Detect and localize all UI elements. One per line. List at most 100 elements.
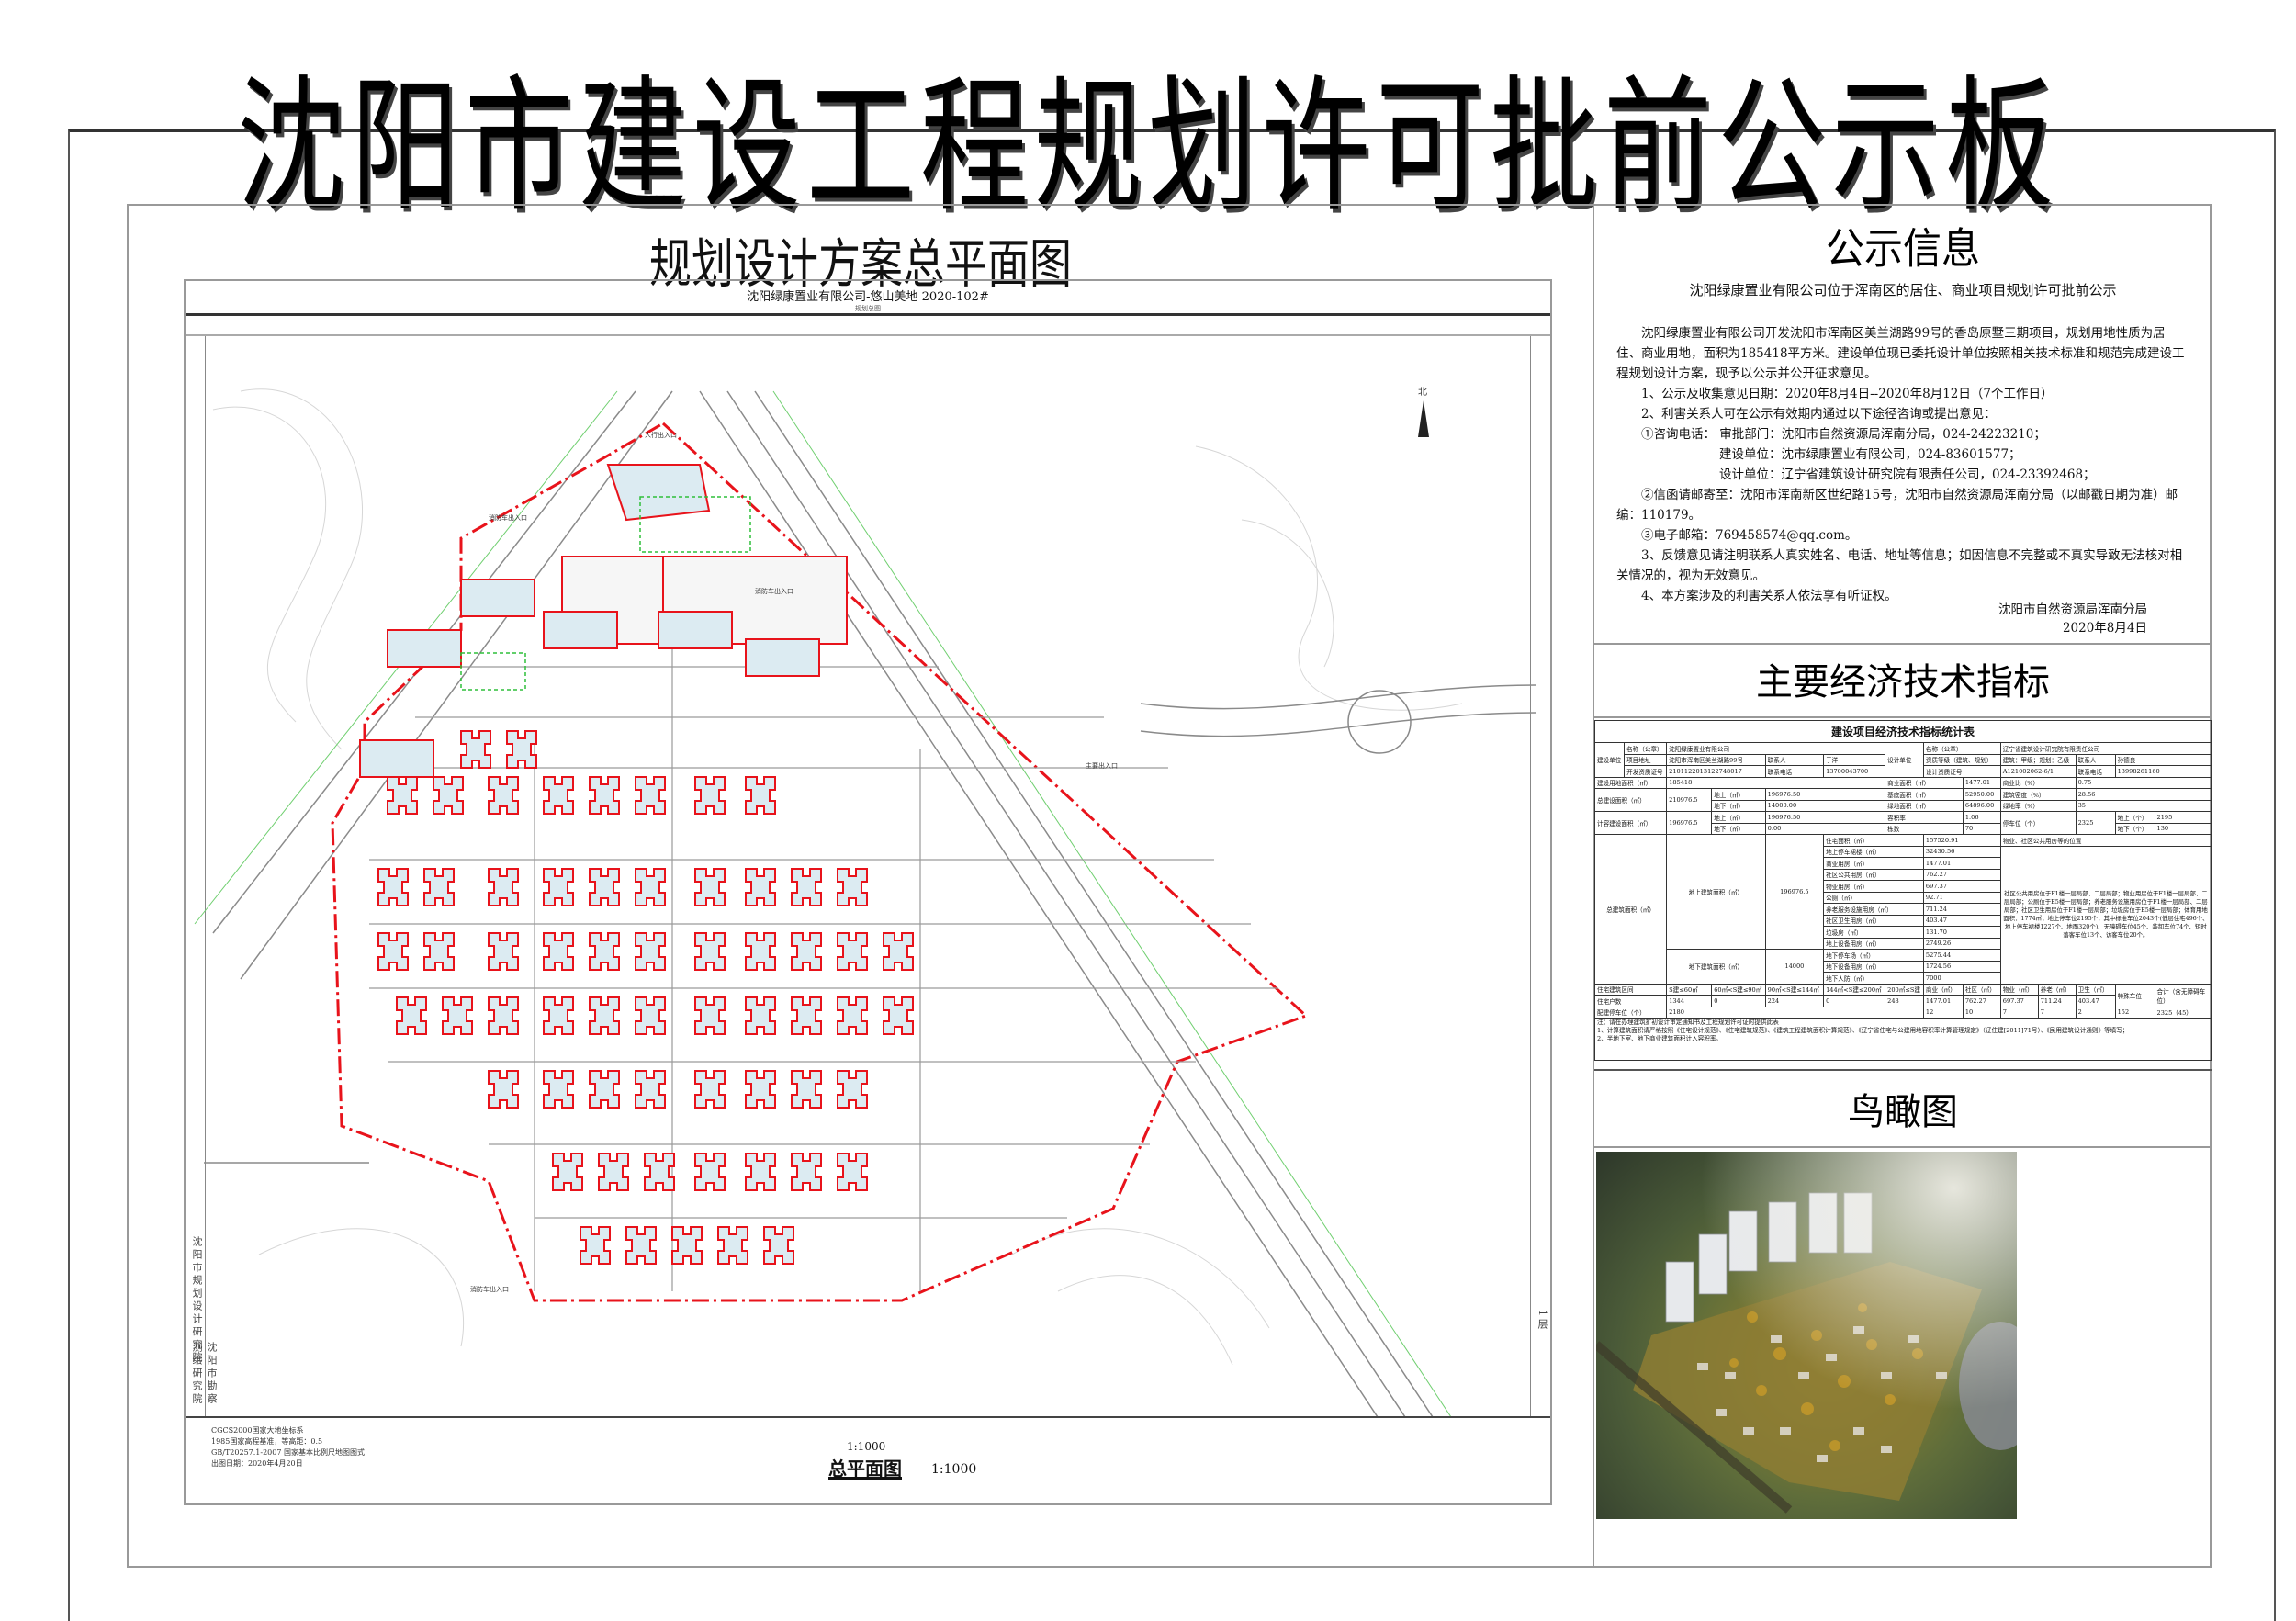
notice-body: 沈阳绿康置业有限公司开发沈阳市浑南区美兰湖路99号的香岛原墅三期项目，规划用地性… [1594, 323, 2212, 606]
cell-label: 计容建设面积（㎡） [1593, 811, 1668, 835]
sign-date: 2020年8月4日 [2062, 621, 2147, 636]
cell-value: 1.06 [1962, 811, 2001, 824]
notice-item-1: 1、公示及收集意见日期：2020年8月4日--2020年8月12日（7个工作日） [1641, 387, 2054, 401]
cell-value: 52950.00 [1962, 788, 2001, 801]
cell-label: 特殊车位 [2114, 983, 2155, 1007]
notice-item-2-phone: ①咨询电话： 审批部门：沈阳市自然资源局浑南分局，024-24223210； [1641, 427, 2046, 442]
notice-item-2-email: ③电子邮箱：769458574@qq.com。 [1641, 528, 1858, 543]
cell-label: 建设用地面积（㎡） [1593, 776, 1668, 789]
notice-item-3: 3、反馈意见请注明联系人真实姓名、电话、地址等信息；如因信息不完整或不真实导致无… [1616, 548, 2183, 583]
info-panel: 公示信息 沈阳绿康置业有限公司位于浑南区的居住、商业项目规划许可批前公示 沈阳绿… [1593, 206, 2212, 1566]
notice-item-2-mail: ②信函请邮寄至：沈阳市浑南新区世纪路15号，沈阳市自然资源局浑南分局（以邮戳日期… [1616, 488, 2178, 523]
cell-value: 2195 [2154, 811, 2212, 824]
cell-label: 合计（含无障碍车位） [2154, 983, 2212, 1007]
cell-value: 沈阳市浑南区美兰湖路99号 [1666, 753, 1766, 766]
cell-label: 社区卫生用房（㎡） [1823, 914, 1924, 927]
cell-label: 联系电话 [1764, 765, 1825, 778]
side-note-floors: 图上未标注楼层为1层 [1536, 1310, 1548, 1332]
cell-value: 沈阳绿康置业有限公司 [1666, 742, 1886, 755]
cell-label: 商业（㎡） [1922, 983, 1964, 996]
cell-value: 403.47 [2075, 995, 2116, 1007]
cell-value: 210112201312274801​7 [1666, 765, 1766, 778]
cell-value: 2749.26 [1922, 937, 2001, 950]
cell-label: 社区公共用房（㎡） [1823, 868, 1924, 881]
cell-label: 地下（㎡） [1711, 799, 1766, 812]
aerial-title: 鸟瞰图 [1848, 1091, 1958, 1133]
cell-label: 联系人 [1764, 753, 1825, 766]
notice-item-2: 2、利害关系人可在公示有效期内通过以下途径咨询或提出意见： [1641, 407, 1997, 422]
table-note: 注：请在办理建筑扩初设计审定通知书及工程规划许可证时提供此表 [1597, 1019, 1779, 1027]
cell-label: 设计资质证号 [1922, 765, 2001, 778]
svg-text:人行出入口: 人行出入口 [645, 431, 677, 439]
cell-value: 2325 [2075, 811, 2116, 835]
cell-label: 地下设备用房（㎡） [1823, 960, 1924, 973]
cell-label: 卫生（㎡） [2075, 983, 2116, 996]
right-margin-column: 图上未标注楼层为1层 [1530, 336, 1550, 1416]
cell-value: 185418 [1666, 776, 1886, 789]
cell-label: 绿地面积（㎡） [1885, 799, 1964, 812]
cell-value: 5275.44 [1922, 949, 2001, 962]
cell-value: 7 [1999, 1006, 2039, 1019]
cell-label: 建筑密度（%） [1999, 788, 2077, 801]
side-label-survey-institute: 沈阳市勘察测绘研究院 [191, 1342, 218, 1406]
notice-section: 公示信息 沈阳绿康置业有限公司位于浑南区的居住、商业项目规划许可批前公示 沈阳绿… [1594, 206, 2212, 645]
cell-value: 92.71 [1922, 891, 2001, 904]
cell-label: 养老（㎡） [2037, 983, 2077, 996]
cell-label: 养老服务设施用房（㎡） [1823, 903, 1924, 916]
cell-value: 2180 [1666, 1006, 1924, 1019]
cell-value: 248 [1885, 995, 1924, 1007]
notice-board: 规划设计方案总平面图 沈阳绿康置业有限公司-悠山美地 2020-102# 规划总… [127, 204, 2212, 1568]
location-description: 社区公共用房位于F1楼一层局部、二层局部；物业用房位于F1楼一层局部、二层局部；… [1999, 845, 2212, 985]
cell-label: 物业（㎡） [1999, 983, 2039, 996]
cell-value: 64896.00 [1962, 799, 2001, 812]
cell-value: 224 [1764, 995, 1825, 1007]
cell-value: 2325（45） [2154, 1006, 2212, 1019]
cell-label: 联系人 [2075, 753, 2116, 766]
cell-value: 28.56 [2075, 788, 2212, 801]
cell-value: 697.37 [1999, 995, 2039, 1007]
cell-label: 基底面积（㎡） [1885, 788, 1964, 801]
table-note: 1、计算建筑面积请严格按照《住宅设计规范》、《住宅建筑规范》、《建筑工程建筑面积… [1597, 1027, 2129, 1034]
cell-label: 地上（㎡） [1711, 811, 1766, 824]
cell-label: 地上设备用房（㎡） [1823, 937, 1924, 950]
cell-label: 总建筑面积（㎡） [1593, 834, 1668, 985]
cell-value: 196976.5 [1764, 834, 1825, 950]
notice-builder-phone: 建设单位：沈市绿康置业有限公司，024-83601577； [1719, 447, 2021, 462]
cell-value: 762.27 [1922, 868, 2001, 881]
table-title: 建设项目经济技术指标统计表 [1594, 720, 2212, 743]
cell-label: 地上建筑面积（㎡） [1666, 834, 1766, 950]
notice-intro: 沈阳绿康置业有限公司开发沈阳市浑南区美兰湖路99号的香岛原墅三期项目，规划用地性… [1616, 326, 2185, 381]
cell-value: 152 [2114, 1006, 2155, 1019]
drawing-header: 沈阳绿康置业有限公司-悠山美地 2020-102# 规划总图 [186, 281, 1550, 316]
footer-note: 出图日期：2020年4月20日 [211, 1459, 303, 1468]
table-note: 2、半地下室、地下商业建筑面积计入容积率。 [1597, 1035, 1723, 1042]
cell-label: 住宅面积（㎡） [1823, 834, 1924, 847]
board-frame [68, 129, 2276, 1621]
cell-value: 1477.01 [1962, 776, 2001, 789]
cell-value: 辽宁省建筑设计研究院有限责任公司 [1999, 742, 2212, 755]
cell-value: 196976.5 [1666, 811, 1713, 835]
notice-title: 公示信息 [1825, 223, 1980, 274]
cell-value: 131.70 [1922, 926, 2001, 939]
aerial-rendering [1596, 1152, 2017, 1519]
north-arrow-icon: 北 [1418, 387, 1429, 437]
aerial-view-image [1596, 1152, 2017, 1519]
cell-label: 配建停车位（个） [1593, 1006, 1668, 1019]
notice-signature: 沈阳市自然资源局浑南分局 2020年8月4日 [1998, 601, 2147, 637]
cell-label: 绿地率（%） [1999, 799, 2077, 812]
left-margin-column: 沈阳市规划设计研究院 沈阳市勘察测绘研究院 [186, 336, 218, 1416]
cell-label: 总建设面积（㎡） [1593, 788, 1668, 812]
indicators-table-container: 建设项目经济技术指标统计表 建设单位 名称（公章） 沈阳绿康置业有限公司 设计单… [1593, 720, 2212, 1069]
cell-label: 社区（㎡） [1962, 983, 2001, 996]
cell-label: 90㎡<S建≤144㎡ [1764, 983, 1825, 996]
svg-text:消防车出入口: 消防车出入口 [755, 587, 793, 595]
footer-note: GB/T20257.1-2007 国家基本比例尺地图图式 [211, 1448, 365, 1457]
cell-value: 157520.91 [1922, 834, 2001, 847]
cell-value: 35 [2075, 799, 2212, 812]
cell-value: 210976.5 [1666, 788, 1713, 812]
cell-value: 1724.56 [1922, 960, 2001, 973]
board-title: 沈阳市建设工程规划许可批前公示板 [236, 61, 2059, 232]
cell-value: 于洋 [1823, 753, 1886, 766]
cell-value: 70 [1962, 822, 2001, 835]
site-plan-svg: 北 [194, 387, 1536, 1416]
